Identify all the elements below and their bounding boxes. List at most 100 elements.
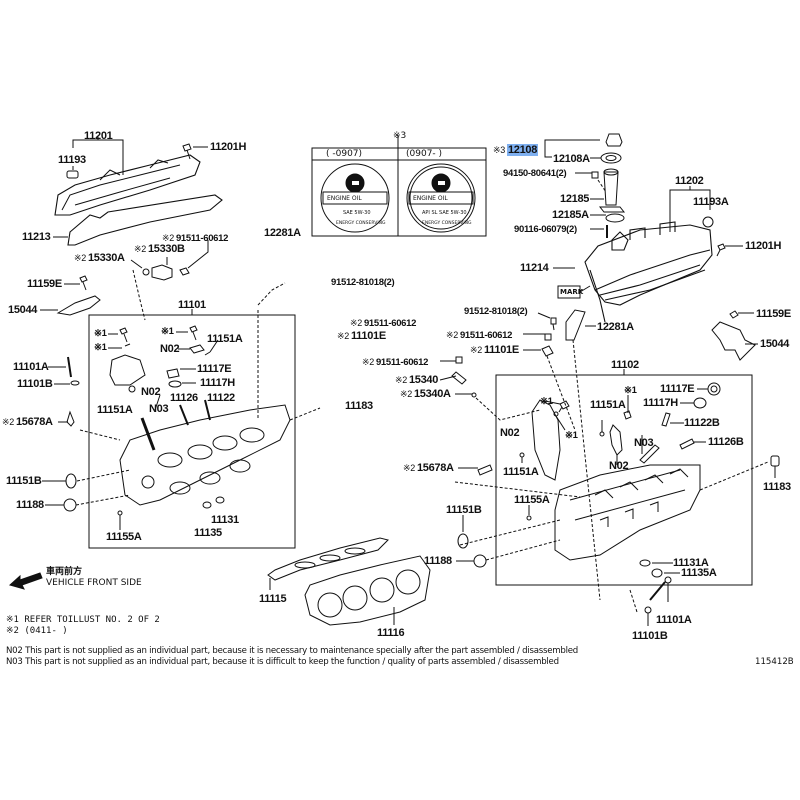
label-11126B: 11126B — [708, 436, 744, 448]
right-upper-small-parts — [439, 309, 601, 601]
label-11159E-right: 11159E — [756, 308, 791, 320]
label-11117H-left: 11117H — [200, 377, 235, 389]
front-side-jp: 車両前方 — [46, 567, 83, 577]
grommet-11193A — [702, 216, 714, 228]
label-mark1-b: ※1 — [94, 342, 107, 353]
dashed-guide — [79, 429, 121, 441]
left-valve-cover — [54, 154, 201, 216]
label-11155A-right: 11155A — [514, 494, 550, 506]
dashed-guide — [75, 494, 131, 506]
bolt-11201H-right — [716, 243, 743, 257]
label-mark1-c: ※1 — [161, 326, 174, 337]
footnote-N03: N03 This part is not supplied as an indi… — [6, 657, 559, 667]
label-11151A-d: 11151A — [503, 466, 539, 478]
right-cylinder-head — [554, 464, 701, 561]
label-11188-right: 11188 — [424, 555, 452, 567]
label-11117H-right: 11117H — [643, 397, 678, 409]
label-12108A: 12108A — [553, 153, 590, 165]
oil-cap-sub-2: API SL SAE 5W-30 — [422, 210, 467, 216]
dashed-guide — [629, 589, 638, 613]
label-11151A-c: 11151A — [590, 399, 626, 411]
label-N03-a: N03 — [149, 403, 169, 415]
oil-cap-text-2: ENGINE OIL — [413, 195, 448, 202]
label-11193A: 11193A — [693, 196, 729, 208]
front-side-en: VEHICLE FRONT SIDE — [46, 578, 142, 588]
oil-cap-ring-2: ENERGY CONSERVING — [422, 221, 472, 226]
label-11116: 11116 — [377, 627, 405, 639]
label-11117E-right: 11117E — [660, 383, 695, 395]
label-mark1-f: ※1 — [565, 430, 578, 441]
label-11101B-right: 11101B — [632, 630, 668, 642]
footnote-ref2: ※2 (0411- ) — [6, 626, 68, 636]
label-11122B: 11122B — [684, 417, 720, 429]
dashed-guide — [76, 469, 131, 482]
label-11135A: 11135A — [681, 567, 717, 579]
label-11188-left: 11188 — [16, 499, 44, 511]
label-11155A-left: 11155A — [106, 531, 142, 543]
oil-cap-table — [311, 135, 487, 237]
oil-pipe-15044-right — [711, 310, 758, 361]
label-11202: 11202 — [675, 175, 704, 187]
timing-cover-N02 — [531, 399, 561, 481]
label-11101A-left: 11101A — [13, 361, 49, 373]
bolt-11201H-left — [182, 143, 208, 160]
label-11151A-b: 11151A — [97, 404, 133, 416]
left-head-small-parts — [42, 325, 225, 530]
label-11135: 11135 — [194, 527, 222, 539]
label-15044-right: 15044 — [760, 338, 790, 350]
label-11201: 11201 — [84, 130, 113, 142]
label-12185A: 12185A — [552, 209, 589, 221]
dashed-guide — [454, 481, 581, 498]
label-11214: 11214 — [520, 262, 549, 274]
oil-filler-parts — [544, 133, 626, 238]
label-11151B-right: 11151B — [446, 504, 482, 516]
label-94150-80641: 94150-80641(2) — [503, 168, 567, 179]
label-11131: 11131 — [211, 514, 239, 526]
label-mark1-d: ※1 — [624, 385, 637, 396]
dashed-guide — [257, 282, 286, 306]
label-15044-left: 15044 — [8, 304, 38, 316]
label-12108-highlight: 12108 — [506, 144, 539, 156]
oil-pipe-15044-left — [40, 275, 101, 316]
oil-cap-ring-1: ENERGY CONSERVING — [336, 221, 386, 226]
label-11159E-left: 11159E — [27, 278, 62, 290]
label-11151A-a: 11151A — [207, 333, 243, 345]
right-valve-cover — [584, 221, 713, 323]
footnote-N02: N02 This part is not supplied as an indi… — [6, 646, 578, 656]
label-91512-81018-right: 91512-81018(2) — [464, 306, 528, 317]
label-N02-a: N02 — [160, 343, 180, 355]
footnote-ref1: ※1 REFER TOILLUST NO. 2 OF 2 — [6, 615, 160, 625]
label-11151B-left: 11151B — [6, 475, 42, 487]
right-head-small-parts — [456, 382, 780, 626]
label-11117E-left: 11117E — [197, 363, 232, 375]
label-mark: MARK — [560, 288, 584, 296]
dashed-guide — [485, 539, 561, 561]
dashed-guide — [459, 519, 561, 546]
dashed-guide — [699, 461, 769, 491]
label-11131A: 11131A — [673, 557, 709, 569]
label-12185: 12185 — [560, 193, 590, 205]
gasket-11213 — [67, 194, 223, 246]
label-11101: 11101 — [178, 299, 206, 311]
label-mark1-a: ※1 — [94, 328, 107, 339]
label-12281A-right: 12281A — [597, 321, 634, 333]
label-11126: 11126 — [170, 392, 198, 404]
label-N02-d: N02 — [609, 460, 629, 472]
oil-cap-col-2: (0907- ) — [406, 149, 443, 159]
label-mark1-e: ※1 — [540, 396, 553, 407]
oil-cap-text-1: ENGINE OIL — [327, 195, 362, 202]
figure-id: 115412B — [755, 657, 794, 667]
label-11201H-right: 11201H — [745, 240, 782, 252]
